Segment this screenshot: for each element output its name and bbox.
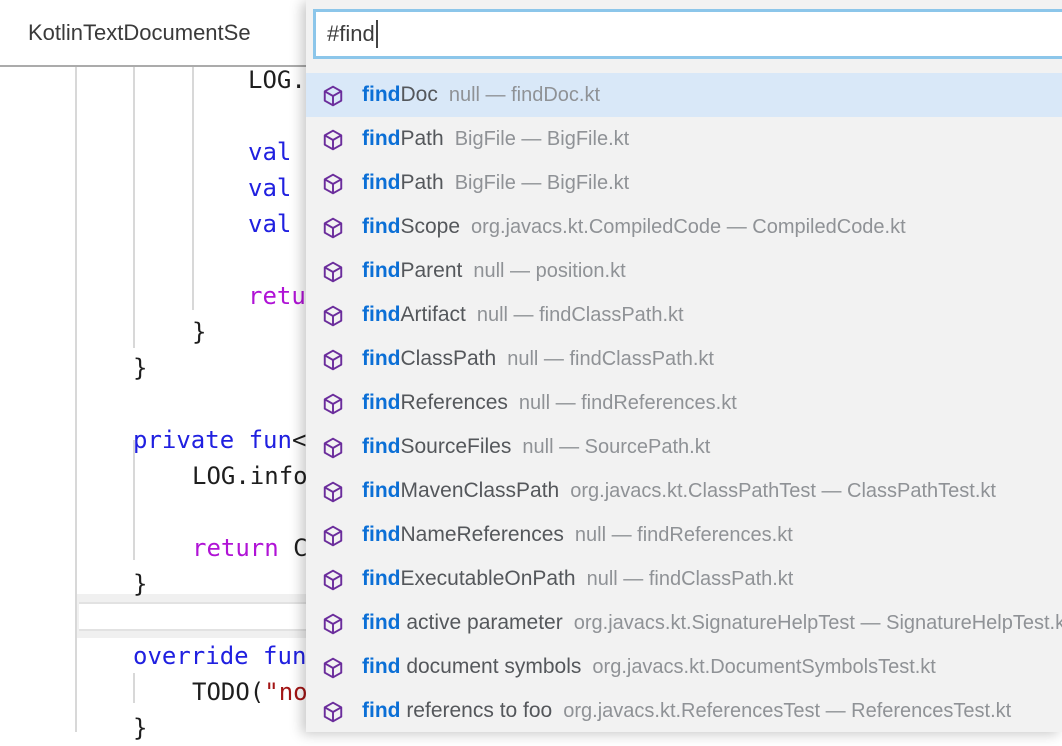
symbol-detail: null — findClassPath.kt [476,303,684,326]
symbol-detail: org.javacs.kt.CompiledCode — CompiledCod… [471,215,906,238]
code-line: LOG. [248,66,306,94]
symbol-method-icon [323,173,343,194]
code-line: TODO("no [192,678,308,706]
quick-open-query: #find [327,21,375,46]
indent-guide [75,66,77,732]
code-line: override fun [133,642,307,670]
indent-guide [192,66,194,310]
symbol-list-item[interactable]: findScope org.javacs.kt.CompiledCode — C… [306,205,1062,249]
symbol-detail: org.javacs.kt.DocumentSymbolsTest.kt [592,655,936,678]
symbol-list-item[interactable]: findClassPath null — findClassPath.kt [306,337,1062,381]
code-line: } [133,714,148,742]
symbol-name: findReferences [362,391,508,414]
symbol-name: findSourceFiles [362,435,512,458]
quick-open-input[interactable]: #find [313,9,1062,59]
symbol-method-icon [323,657,343,678]
symbol-name: find document symbols [362,655,582,678]
symbol-detail: null — position.kt [473,259,626,282]
symbol-detail: org.javacs.kt.ClassPathTest — ClassPathT… [570,479,996,502]
symbol-name: findArtifact [362,303,466,326]
symbol-detail: null — findReferences.kt [518,391,737,414]
page-title: KotlinTextDocumentSe [28,20,251,45]
symbol-list-item[interactable]: findNameReferences null — findReferences… [306,513,1062,557]
symbol-list-item[interactable]: findReferences null — findReferences.kt [306,381,1062,425]
symbol-list-item[interactable]: findArtifact null — findClassPath.kt [306,293,1062,337]
text-caret [375,20,378,48]
symbol-result-list: findDoc null — findDoc.kt findPath BigFi… [306,73,1062,732]
symbol-name: find active parameter [362,611,563,634]
symbol-method-icon [323,525,343,546]
symbol-detail: org.javacs.kt.ReferencesTest — Reference… [563,699,1012,722]
code-line: return C [192,534,308,562]
symbol-list-item[interactable]: findParent null — position.kt [306,249,1062,293]
quick-open-popup: #find findDoc null — findDoc.kt findPath… [306,0,1062,732]
symbol-list-item[interactable]: find referencs to foo org.javacs.kt.Refe… [306,689,1062,732]
indent-guide [133,440,135,560]
symbol-name: findNameReferences [362,523,564,546]
symbol-name: findClassPath [362,347,497,370]
symbol-list-item[interactable]: findSourceFiles null — SourcePath.kt [306,425,1062,469]
symbol-name: findPath [362,127,444,150]
symbol-list-item[interactable]: find document symbols org.javacs.kt.Docu… [306,645,1062,689]
symbol-method-icon [323,481,343,502]
symbol-name: findMavenClassPath [362,479,560,502]
symbol-name: findPath [362,171,444,194]
symbol-list-item[interactable]: findExecutableOnPath null — findClassPat… [306,557,1062,601]
symbol-list-item[interactable]: findDoc null — findDoc.kt [306,73,1062,117]
symbol-name: find referencs to foo [362,699,553,722]
symbol-list-item[interactable]: findPath BigFile — BigFile.kt [306,161,1062,205]
symbol-method-icon [323,701,343,722]
symbol-name: findDoc [362,83,438,106]
symbol-detail: null — findClassPath.kt [507,347,714,370]
indent-guide [133,66,135,348]
symbol-method-icon [323,129,343,150]
code-line: LOG.info [192,462,308,490]
symbol-method-icon [323,349,343,370]
symbol-method-icon [323,569,343,590]
code-line: val [248,210,292,238]
code-line: } [192,318,207,346]
symbol-detail: org.javacs.kt.SignatureHelpTest — Signat… [573,611,1062,634]
symbol-detail: null — findDoc.kt [448,83,601,106]
symbol-list-item[interactable]: findMavenClassPath org.javacs.kt.ClassPa… [306,469,1062,513]
symbol-detail: null — findClassPath.kt [586,567,794,590]
symbol-method-icon [323,393,343,414]
code-line: private fun< [133,426,307,454]
code-line: } [133,354,148,382]
symbol-method-icon [323,437,343,458]
symbol-detail: null — SourcePath.kt [522,435,711,458]
symbol-name: findExecutableOnPath [362,567,576,590]
code-line: } [133,570,148,598]
symbol-list-item[interactable]: findPath BigFile — BigFile.kt [306,117,1062,161]
symbol-detail: BigFile — BigFile.kt [454,127,630,150]
indent-guide [133,673,135,703]
symbol-method-icon [323,85,343,106]
symbol-detail: null — findReferences.kt [574,523,793,546]
symbol-method-icon [323,217,343,238]
symbol-list-item[interactable]: find active parameter org.javacs.kt.Sign… [306,601,1062,645]
symbol-method-icon [323,261,343,282]
symbol-method-icon [323,613,343,634]
symbol-method-icon [323,305,343,326]
symbol-name: findParent [362,259,463,282]
symbol-name: findScope [362,215,461,238]
code-line: val [248,138,292,166]
symbol-detail: BigFile — BigFile.kt [454,171,630,194]
